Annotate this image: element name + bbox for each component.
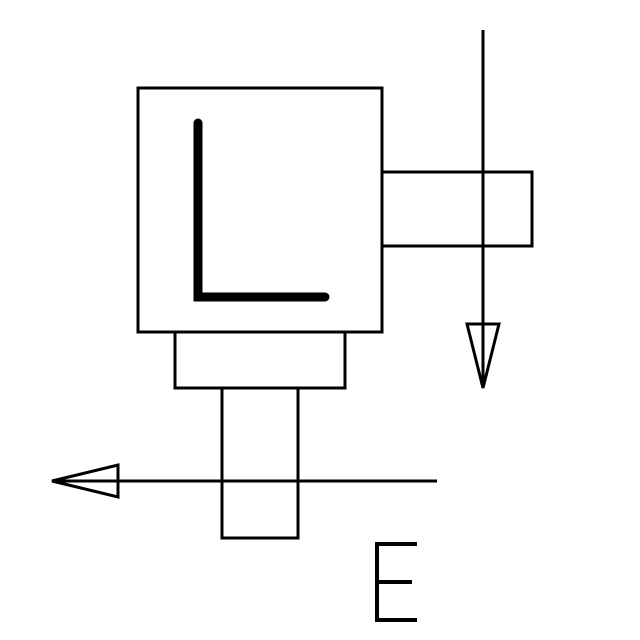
- input-shaft: [380, 170, 534, 248]
- horizontal-arrow-head: [51, 463, 120, 499]
- output-shaft: [220, 386, 300, 540]
- output-letter-E: E: [375, 542, 417, 622]
- vertical-arrow-head: [465, 322, 501, 389]
- housing-letter-L: L: [193, 118, 330, 302]
- output-flange: [173, 330, 347, 390]
- vertical-rotation-arrow: [465, 30, 501, 389]
- horizontal-rotation-arrow: [51, 463, 437, 499]
